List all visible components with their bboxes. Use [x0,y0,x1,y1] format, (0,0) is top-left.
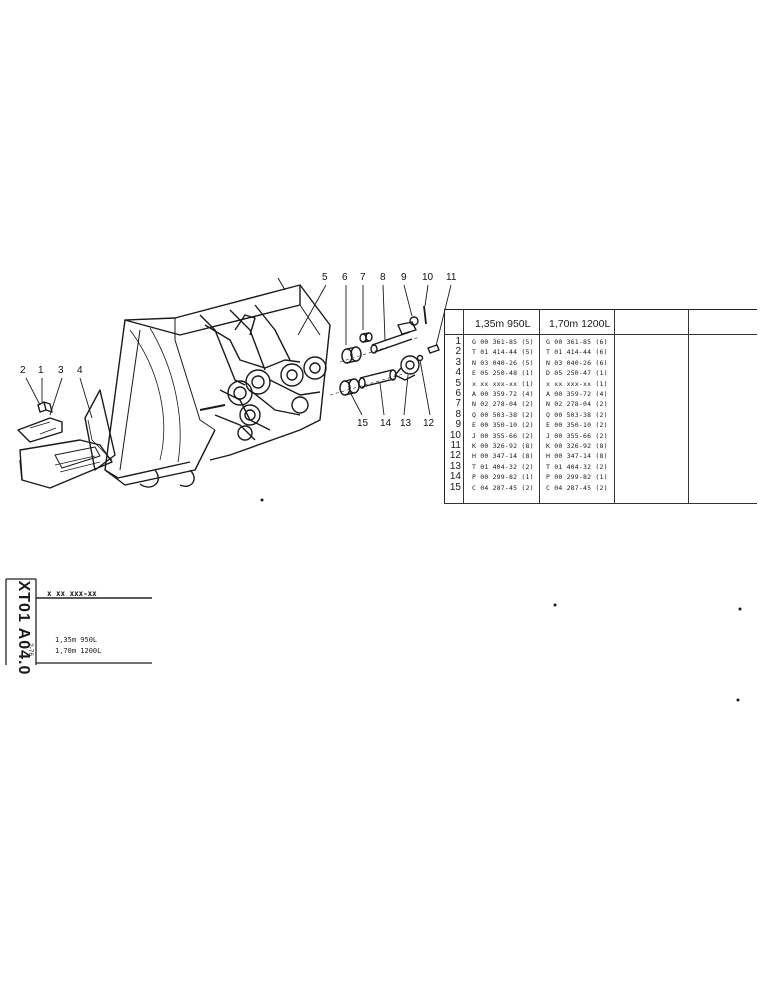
table-cell-950l: H 00 347-14 (8) [472,452,534,461]
callout-14: 14 [380,418,392,429]
callout-6: 6 [342,272,348,283]
title-variant-950l: 1,35m 950L [55,636,98,644]
table-cell-1200l: J 00 355-66 (2) [546,431,608,440]
callout-15: 15 [357,418,369,429]
table-cell-1200l: A 00 359-72 (4) [546,390,608,398]
callout-5: 5 [322,272,328,283]
table-cell-1200l: C 04 287-45 (2) [546,483,608,492]
title-variant-1200l: 1,70m 1200L [55,647,102,655]
callout-4: 4 [77,365,83,376]
table-cell-1200l: P 00 299-82 (1) [546,473,608,482]
table-cell-1200l: K 00 326-92 (8) [546,442,608,450]
column-header-950l: 1,35m 950L [475,318,531,330]
table-divider [614,309,615,503]
table-header-rule [444,334,757,335]
table-cell-950l: J 00 355-66 (2) [472,431,534,440]
table-divider [463,309,464,503]
callout-12: 12 [423,418,435,429]
table-cell-950l: G 00 361-85 (5) [472,338,534,346]
table-cell-1200l: x xx xxx-xx (1) [546,379,608,388]
column-header-1200l: 1,70m 1200L [549,318,611,330]
table-cell-1200l: T 01 414-44 (6) [546,348,608,357]
title-block-frame [5,578,152,665]
callout-10: 10 [422,272,434,283]
table-divider [688,309,689,503]
callout-9: 9 [401,272,407,283]
hinge-lugs [199,304,321,441]
table-cell-950l: A 00 359-72 (4) [472,390,534,398]
table-cell-950l: x xx xxx-xx (1) [472,379,534,388]
table-cell-950l: C 04 287-45 (2) [472,483,534,492]
table-cell-950l: Q 00 503-38 (2) [472,410,534,419]
table-cell-1200l: T 01 404-32 (2) [546,462,608,471]
table-cell-950l: E 05 250-48 (1) [472,369,534,378]
table-row-number: 6 [455,388,461,399]
table-cell-950l: K 00 326-92 (8) [472,442,534,450]
tooth-assembly [17,389,116,489]
table-cell-1200l: E 00 350-10 (2) [546,421,608,430]
table-cell-950l: N 03 040-26 (5) [472,358,534,367]
table-row-number: 7 [455,398,461,410]
table-row-number: 13 [449,460,461,472]
parts-table [444,309,757,504]
callout-8: 8 [380,272,386,283]
table-cell-1200l: G 00 361-85 (6) [546,338,608,346]
callout-7: 7 [360,272,366,283]
table-row-number: 15 [449,481,461,493]
table-cell-1200l: D 05 250-47 (1) [546,369,608,378]
bucket-bushings [227,356,327,441]
table-cell-950l: N 02 278-04 (2) [472,400,534,409]
table-row-number: 10 [449,429,461,441]
callout-1: 1 [38,365,44,376]
leader-lines [25,284,452,419]
table-row-number: 14 [449,471,461,483]
table-row-number: 4 [455,367,461,379]
table-cell-950l: T 01 404-32 (2) [472,462,534,471]
table-row-number: 12 [449,450,461,462]
table-row-number: 8 [455,408,461,420]
table-row-number: 2 [455,346,461,358]
table-cell-1200l: N 03 040-26 (6) [546,358,608,367]
table-row-number: 3 [455,356,461,368]
table-cell-950l: T 01 414-44 (5) [472,348,534,357]
table-cell-1200l: Q 00 503-38 (2) [546,410,608,419]
table-cell-950l: E 00 350-10 (2) [472,421,534,430]
table-divider [539,309,540,503]
callout-3: 3 [58,365,64,376]
pins-and-bushes [329,305,440,396]
table-row-number: 11 [450,440,461,451]
callout-2: 2 [20,365,26,376]
table-row-number: 5 [455,377,461,389]
callout-13: 13 [400,418,412,429]
table-cell-950l: P 00 299-82 (1) [472,473,534,482]
title-part-ref: x xx xxx-xx [47,589,97,598]
table-cell-1200l: H 00 347-14 (8) [546,452,608,461]
callout-11: 11 [446,272,457,283]
bucket [104,277,331,488]
table-row-number: 1 [455,336,461,347]
table-row-number: 9 [455,419,461,431]
table-cell-1200l: N 02 278-04 (2) [546,400,608,409]
